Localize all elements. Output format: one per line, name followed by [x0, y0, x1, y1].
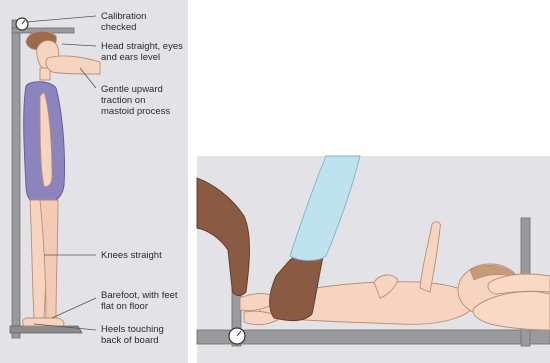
annotation-head-level: Head straight, eyes and ears level [101, 41, 183, 63]
standing-child-figure [23, 31, 65, 326]
carer-hand-feet [197, 178, 250, 295]
carer-sleeve [290, 156, 360, 261]
infantometer-base [197, 330, 550, 344]
annotation-knees: Knees straight [101, 250, 162, 261]
annotation-calibration: Calibration checked [101, 11, 146, 33]
annotation-barefoot: Barefoot, with feet flat on floor [101, 290, 178, 312]
dial-gauge-icon [229, 328, 245, 344]
stadiometer-base [10, 326, 82, 333]
annotation-traction: Gentle upward traction on mastoid proces… [101, 84, 170, 117]
stadiometer-board [12, 20, 20, 338]
dial-gauge-icon [16, 18, 28, 30]
measurer-hand-left [46, 56, 100, 74]
annotation-heels: Heels touching back of board [101, 324, 164, 346]
